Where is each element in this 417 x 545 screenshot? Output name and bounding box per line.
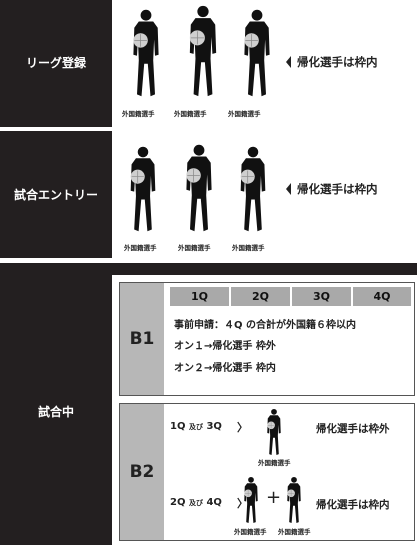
game-entry-section: 試合エントリー 外国籍選手 外国籍選手 外国籍選手 帰化選手は枠内 [0,131,417,258]
player-silhouette-icon [263,408,285,456]
game-entry-panel: 外国籍選手 外国籍選手 外国籍選手 帰化選手は枠内 [112,131,417,258]
quarter-4q: 4Q [206,497,222,508]
in-game-section: 試合中 B1 1Q 2Q 3Q 4Q 事前申請：４Q の合計が外国籍６枠以内 オ… [0,263,417,545]
left-arrow-icon [286,56,291,68]
player-silhouette-icon [240,476,262,524]
league-registration-label: リーグ登録 [25,56,86,70]
game-entry-label: 試合エントリー [13,188,98,202]
plus-sign: + [266,487,282,508]
b2-box: B2 1Q 及び 3Q 〉 外国籍選手 帰化選手は枠外 2Q 及び 4Q 〉 +… [119,403,415,541]
foreign-player-caption: 外国籍選手 [228,110,261,118]
b2-row2-quarter: 2Q 及び 4Q [170,497,222,508]
b2-row1-quarter: 1Q 及び 3Q [170,421,222,432]
league-registration-section: リーグ登録 外国籍選手 外国籍選手 外国籍選手 帰化選手は枠内 [0,0,417,127]
b1-rule-preapplication: 事前申請：４Q の合計が外国籍６枠以内 [174,320,356,331]
naturalized-inside-note: 帰化選手は枠内 [316,499,390,511]
player-silhouette-icon [238,8,276,98]
in-game-label: 試合中 [37,405,74,419]
foreign-player-caption: 外国籍選手 [258,459,291,467]
naturalized-note: 帰化選手は枠内 [297,182,378,196]
quarter-2q: 2Q [231,287,290,306]
foreign-player-caption: 外国籍選手 [178,244,211,252]
quarter-4q: 4Q [353,287,411,306]
and-text: 及び [188,499,203,507]
quarter-1q: 1Q [170,421,186,432]
in-game-panel: B1 1Q 2Q 3Q 4Q 事前申請：４Q の合計が外国籍６枠以内 オン１→帰… [112,275,417,545]
chevron-right-icon: 〉 [237,421,248,434]
player-silhouette-icon [234,145,272,233]
league-registration-panel: 外国籍選手 外国籍選手 外国籍選手 帰化選手は枠内 [112,0,417,127]
foreign-player-caption: 外国籍選手 [278,528,311,536]
player-silhouette-icon [127,8,165,98]
b1-rule-on1: オン１→帰化選手 枠外 [174,341,276,352]
and-text: 及び [188,423,203,431]
quarter-1q: 1Q [170,287,229,306]
chevron-right-icon: 〉 [237,497,248,510]
b2-tag: B2 [120,404,164,540]
b1-tag: B1 [120,283,164,395]
player-silhouette-icon [124,145,162,233]
quarter-3q: 3Q [206,421,222,432]
quarter-2q: 2Q [170,497,186,508]
foreign-player-caption: 外国籍選手 [124,244,157,252]
player-silhouette-icon [283,476,305,524]
quarter-3q: 3Q [292,287,351,306]
foreign-player-caption: 外国籍選手 [234,528,267,536]
naturalized-note: 帰化選手は枠内 [297,55,378,69]
foreign-player-caption: 外国籍選手 [174,110,207,118]
player-silhouette-icon [180,143,218,233]
foreign-player-caption: 外国籍選手 [232,244,265,252]
b1-box: B1 1Q 2Q 3Q 4Q 事前申請：４Q の合計が外国籍６枠以内 オン１→帰… [119,282,415,396]
player-silhouette-icon [184,4,222,98]
left-arrow-icon [286,183,291,195]
b1-rule-on2: オン２→帰化選手 枠内 [174,363,276,374]
foreign-player-caption: 外国籍選手 [122,110,155,118]
naturalized-outside-note: 帰化選手は枠外 [316,423,390,435]
